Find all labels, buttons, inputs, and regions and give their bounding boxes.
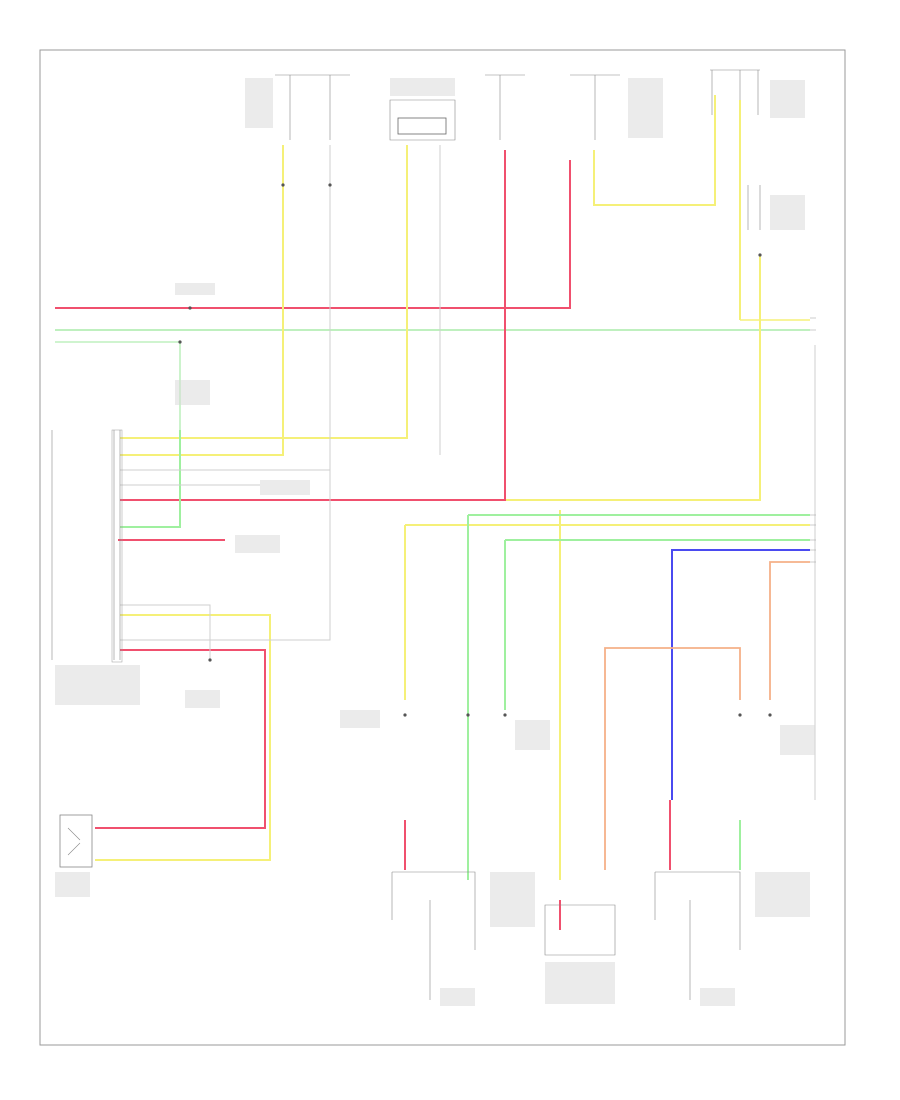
- grey-wires: [120, 145, 816, 800]
- left-bottom-switch: [59, 814, 93, 868]
- splice-points: [178, 183, 772, 717]
- blue-wire: [671, 549, 810, 800]
- right-edge-connectors: [810, 317, 816, 563]
- diagram-border: [39, 49, 846, 1046]
- bus-lines: [55, 160, 810, 430]
- top-fuse-boxes: [275, 69, 761, 230]
- bottom-components: [391, 871, 741, 1000]
- yellow-wires: [95, 95, 810, 880]
- orange-wires: [604, 561, 810, 870]
- control-module-connector: [51, 429, 123, 663]
- illegible-label-blocks: [55, 78, 815, 1006]
- red-wires: [95, 150, 671, 930]
- green-wires: [120, 430, 810, 880]
